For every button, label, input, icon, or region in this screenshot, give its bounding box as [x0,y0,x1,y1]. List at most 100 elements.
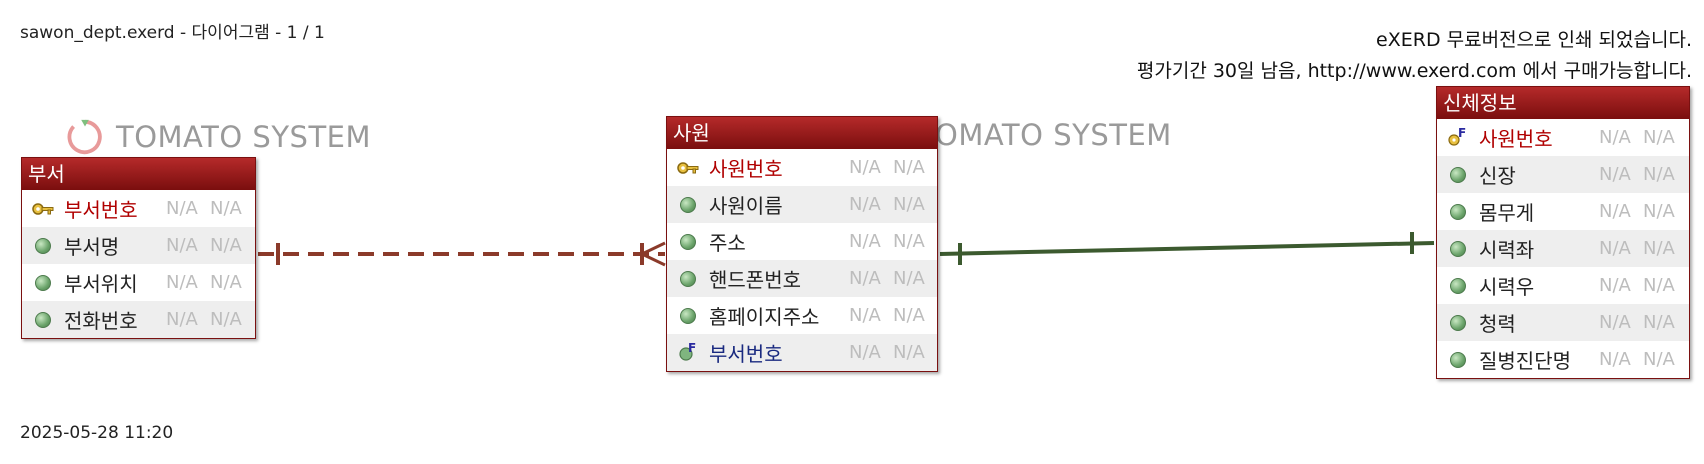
attribute-name: 부서명 [64,235,120,259]
entity-title: 사원 [667,117,937,149]
attribute-type: N/A [166,309,198,330]
attribute-row[interactable]: 부서위치 N/A N/A [22,264,255,301]
entity-title: 신체정보 [1437,87,1689,119]
attribute-dot-icon [1447,312,1469,334]
attribute-type: N/A [1599,349,1631,370]
entity-title: 부서 [22,158,255,190]
watermark-tomato-system: TOMATO SYSTEM [66,118,371,156]
attribute-nullability: N/A [893,342,925,363]
attribute-dot-icon [1447,238,1469,260]
watermark-text: OMATO SYSTEM [935,118,1172,152]
attribute-nullability: N/A [1643,164,1675,185]
attribute-type: N/A [1599,275,1631,296]
attribute-dot-icon [1447,275,1469,297]
attribute-name: 전화번호 [64,309,138,333]
attribute-dot-icon [1447,349,1469,371]
key-icon [677,157,699,179]
attribute-type: N/A [1599,238,1631,259]
attribute-dot-icon [677,305,699,327]
primary-foreign-key-icon: F [1447,127,1469,149]
attribute-type: N/A [849,305,881,326]
svg-text:F: F [688,342,696,355]
attribute-name: 부서번호 [64,198,138,222]
attribute-name: 사원번호 [1479,127,1553,151]
relation-dept-sawon[interactable] [258,241,666,267]
attribute-type: N/A [849,268,881,289]
attribute-name: 사원번호 [709,157,783,181]
attribute-type: N/A [1599,127,1631,148]
attribute-nullability: N/A [1643,201,1675,222]
attribute-type: N/A [166,235,198,256]
svg-text:F: F [1458,127,1466,140]
attribute-dot-icon [677,194,699,216]
print-timestamp: 2025-05-28 11:20 [20,423,174,443]
attribute-row[interactable]: F 부서번호 N/A N/A [667,334,937,371]
attribute-dot-icon [32,272,54,294]
attribute-type: N/A [849,194,881,215]
attribute-name: 질병진단명 [1479,349,1571,373]
attribute-nullability: N/A [210,235,242,256]
attribute-dot-icon [1447,164,1469,186]
attribute-nullability: N/A [210,309,242,330]
relation-sawon-bodyinfo[interactable] [939,232,1435,265]
attribute-dot-icon [677,231,699,253]
attribute-dot-icon [32,309,54,331]
attribute-row[interactable]: 전화번호 N/A N/A [22,301,255,338]
attribute-type: N/A [166,272,198,293]
attribute-nullability: N/A [893,231,925,252]
attribute-name: 홈페이지주소 [709,305,820,329]
attribute-type: N/A [166,198,198,219]
attribute-type: N/A [849,231,881,252]
free-version-notice: eXERD 무료버전으로 인쇄 되었습니다. [1376,29,1692,51]
attribute-row[interactable]: 부서명 N/A N/A [22,227,255,264]
attribute-nullability: N/A [210,272,242,293]
document-title: sawon_dept.exerd - 다이어그램 - 1 / 1 [20,23,325,43]
attribute-name: 부서번호 [709,342,783,366]
attribute-name: 부서위치 [64,272,138,296]
attribute-nullability: N/A [893,157,925,178]
attribute-row[interactable]: 홈페이지주소 N/A N/A [667,297,937,334]
attribute-nullability: N/A [1643,127,1675,148]
attribute-name: 시력우 [1479,275,1535,299]
tomato-logo-icon [67,119,102,155]
attribute-dot-icon [1447,201,1469,223]
attribute-nullability: N/A [893,305,925,326]
attribute-type: N/A [1599,312,1631,333]
watermark-text: TOMATO SYSTEM [116,120,371,154]
attribute-nullability: N/A [1643,238,1675,259]
attribute-name: 핸드폰번호 [709,268,801,292]
attribute-row[interactable]: 핸드폰번호 N/A N/A [667,260,937,297]
attribute-nullability: N/A [893,268,925,289]
watermark-tomato-system-partial: OMATO SYSTEM [935,118,1172,152]
attribute-type: N/A [849,342,881,363]
attribute-type: N/A [1599,164,1631,185]
attribute-name: 사원이름 [709,194,783,218]
attribute-name: 몸무게 [1479,201,1535,225]
attribute-nullability: N/A [1643,349,1675,370]
attribute-name: 청력 [1479,312,1516,336]
attribute-dot-icon [677,268,699,290]
attribute-type: N/A [849,157,881,178]
foreign-key-icon: F [677,342,699,364]
key-icon [32,198,54,220]
attribute-row[interactable]: 사원번호 N/A N/A [667,149,937,186]
trial-period-notice: 평가기간 30일 남음, http://www.exerd.com 에서 구매가… [1136,60,1692,82]
attribute-dot-icon [32,235,54,257]
attribute-row[interactable]: F 사원번호 N/A N/A [1437,119,1689,156]
attribute-row[interactable]: 질병진단명 N/A N/A [1437,341,1689,378]
